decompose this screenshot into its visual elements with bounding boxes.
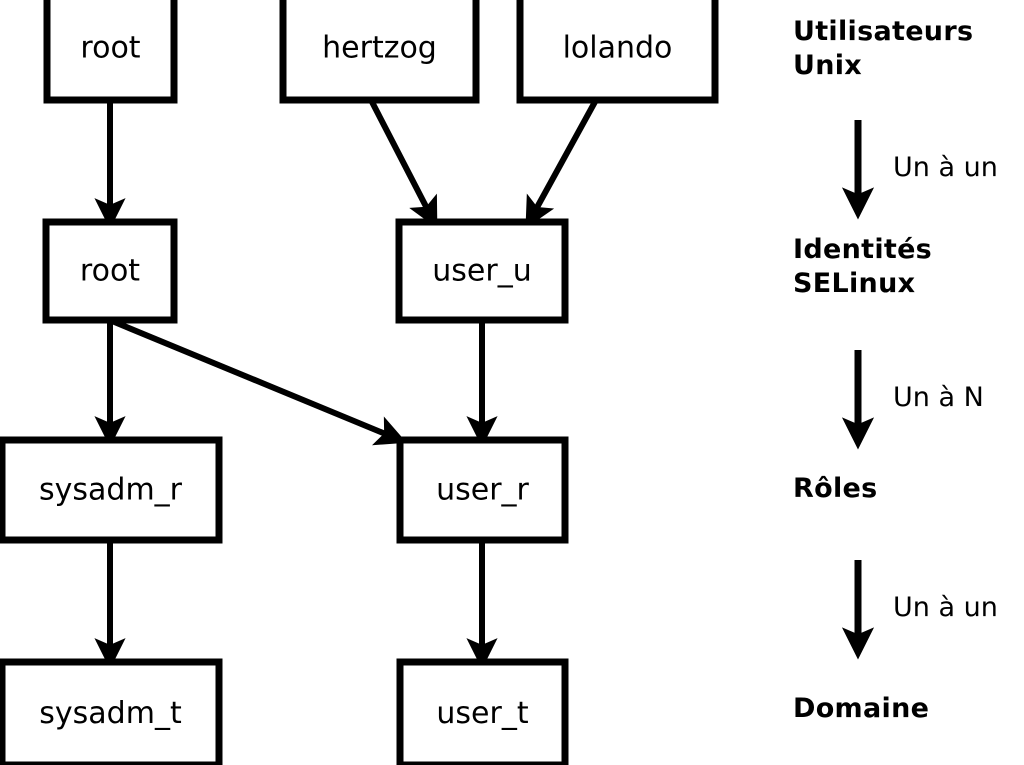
node-box xyxy=(516,0,719,104)
node-label: user_u xyxy=(432,254,531,289)
legend-relation-one-to-one-upper: Un à un xyxy=(841,120,998,220)
legend-line: Domaine xyxy=(793,693,929,724)
legend-line: SELinux xyxy=(793,268,915,299)
node-box xyxy=(396,658,569,765)
node-role-user-r[interactable]: user_r xyxy=(396,436,569,544)
node-unix-hertzog[interactable]: hertzog xyxy=(279,0,480,104)
legend-relation-label: Un à un xyxy=(893,592,998,623)
node-box xyxy=(43,0,178,104)
edge-identity-root-to-user-r xyxy=(110,318,407,446)
node-unix-lolando[interactable]: lolando xyxy=(516,0,719,104)
legend-level-unix-users: Utilisateurs Unix xyxy=(793,16,983,81)
node-box xyxy=(0,658,223,765)
legend-line: Utilisateurs xyxy=(793,16,973,47)
node-label: user_r xyxy=(436,473,529,508)
legend-relation-label: Un à N xyxy=(893,382,984,413)
node-label: user_t xyxy=(436,696,528,731)
node-box xyxy=(0,436,223,544)
legend-line: Rôles xyxy=(793,473,877,504)
node-box xyxy=(42,218,178,324)
node-domain-sysadm-t[interactable]: sysadm_t xyxy=(0,658,223,765)
node-identity-root[interactable]: root xyxy=(42,218,178,324)
legend-level-roles: Rôles xyxy=(793,473,877,504)
node-label: sysadm_r xyxy=(39,473,183,508)
edges-layer xyxy=(94,98,599,670)
node-box xyxy=(396,436,569,544)
node-unix-root[interactable]: root xyxy=(43,0,178,104)
legend-relation-one-to-n: Un à N xyxy=(841,350,984,450)
node-label: lolando xyxy=(563,31,673,66)
node-box xyxy=(395,218,569,324)
node-label: root xyxy=(80,254,140,289)
node-label: root xyxy=(80,31,140,66)
legend-layer: Utilisateurs Unix Identités SELinux Rôle… xyxy=(793,16,998,724)
legend-level-selinux-identities: Identités SELinux xyxy=(793,234,942,299)
edge-lolando-to-user-u xyxy=(525,98,599,229)
node-label: sysadm_t xyxy=(39,696,182,731)
legend-relation-one-to-one-lower: Un à un xyxy=(841,560,998,660)
legend-line: Unix xyxy=(793,50,862,81)
node-box xyxy=(279,0,480,104)
node-identity-user-u[interactable]: user_u xyxy=(395,218,569,324)
nodes-layer: root hertzog lolando root user_u sysadm_… xyxy=(0,0,719,765)
edge-hertzog-to-user-u xyxy=(368,98,438,229)
legend-level-domain: Domaine xyxy=(793,693,929,724)
legend-line: Identités xyxy=(793,234,932,265)
legend-relation-label: Un à un xyxy=(893,152,998,183)
node-role-sysadm-r[interactable]: sysadm_r xyxy=(0,436,223,544)
node-label: hertzog xyxy=(322,31,437,66)
node-domain-user-t[interactable]: user_t xyxy=(396,658,569,765)
